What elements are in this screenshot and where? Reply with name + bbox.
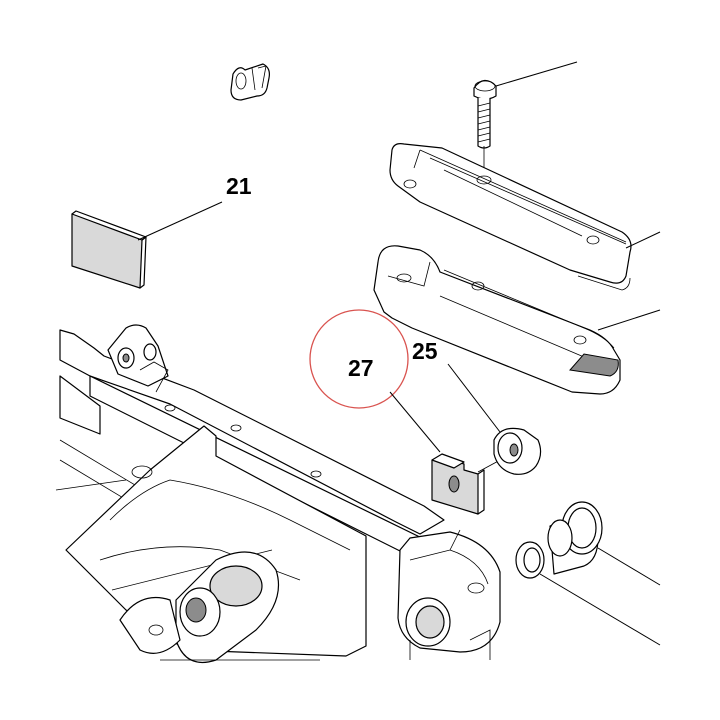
upper-rail-plate: [389, 143, 661, 291]
part-21-pad: [71, 201, 223, 289]
circlip-ring: [515, 541, 661, 646]
part-27-bracket: [389, 391, 516, 515]
highlight-circle: [309, 309, 409, 409]
callout-label-25: 25: [412, 338, 438, 364]
callout-label-27: 27: [348, 355, 374, 381]
main-frame-assembly: [55, 324, 501, 664]
bolt: [473, 61, 578, 178]
lower-rail-plate: [373, 245, 661, 395]
flanged-bushing: [547, 501, 661, 586]
brand-logo: [230, 63, 270, 101]
part-25-nut: [447, 363, 542, 475]
callout-label-21: 21: [226, 173, 252, 199]
